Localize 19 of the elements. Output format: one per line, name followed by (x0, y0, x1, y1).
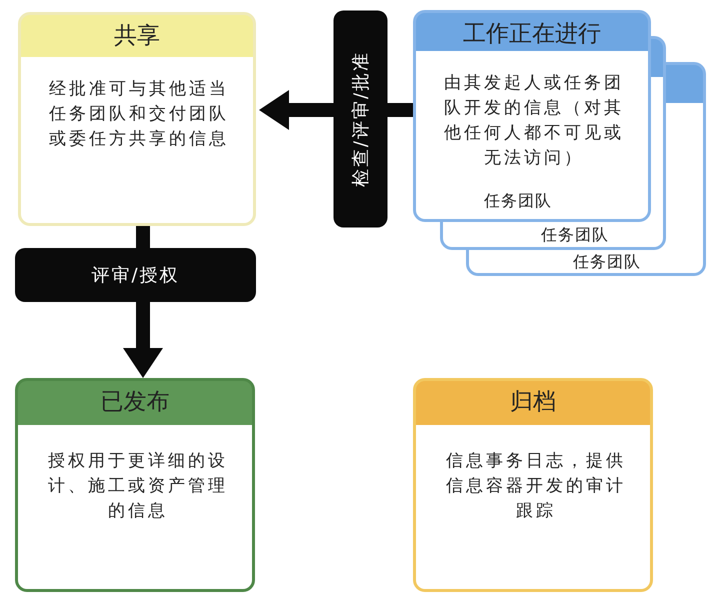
card-description: 经批准可与其他适当任务团队和交付团队或委任方共享的信息 (48, 78, 230, 151)
team-label: 任务团队 (484, 191, 552, 211)
card-description: 信息事务日志，提供信息容器开发的审计跟踪 (445, 450, 627, 523)
status-card (15, 378, 255, 592)
edge-label: 评审/授权 (15, 248, 256, 302)
card-heading: 已发布 (100, 388, 170, 417)
edge-label: 检查/评审/批准 (333, 10, 387, 227)
card-heading: 归档 (509, 388, 557, 417)
stacked-card (440, 222, 666, 250)
team-label: 任务团队 (541, 225, 609, 245)
status-card (413, 378, 653, 592)
status-card (413, 10, 651, 222)
card-description: 由其发起人或任务团队开发的信息（对其他任何人都不可见或无法访问） (443, 72, 625, 170)
team-label: 任务团队 (573, 252, 641, 272)
card-heading: 共享 (113, 22, 161, 51)
stacked-card (466, 250, 706, 276)
card-heading: 工作正在进行 (462, 20, 602, 49)
status-card (18, 12, 256, 226)
card-description: 授权用于更详细的设计、施工或资产管理的信息 (47, 450, 229, 523)
